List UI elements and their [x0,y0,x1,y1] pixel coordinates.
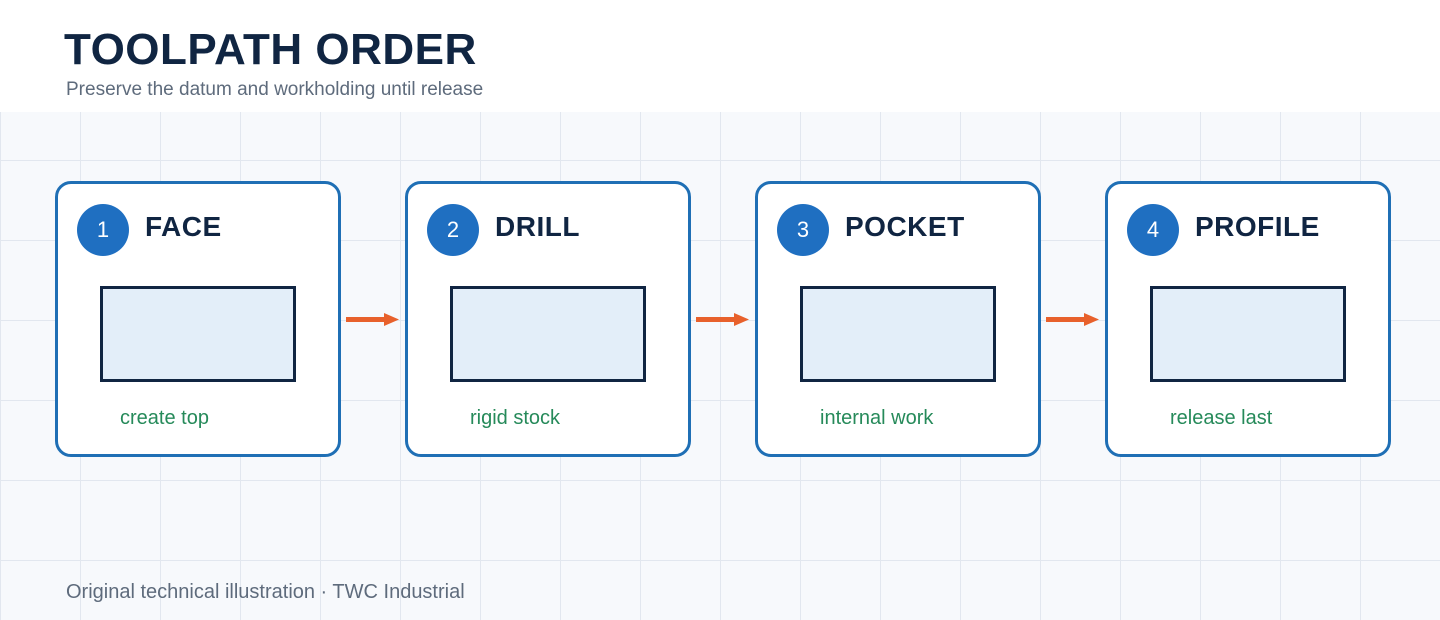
footer-credit: Original technical illustration · TWC In… [66,581,465,603]
step-note: internal work [820,407,934,429]
stock-rectangle [100,286,296,382]
step-number-badge: 4 [1127,204,1179,256]
stock-rectangle [1150,286,1346,382]
page-subtitle: Preserve the datum and workholding until… [66,79,484,100]
step-card-pocket: 3 POCKET internal work [755,181,1041,457]
step-card-drill: 2 DRILL rigid stock [405,181,691,457]
step-title: PROFILE [1195,211,1320,242]
header: TOOLPATH ORDER Preserve the datum and wo… [0,0,1440,112]
step-title: DRILL [495,211,580,242]
right-arrow-icon [696,313,749,326]
step-note: create top [120,407,209,429]
step-card-face: 1 FACE create top [55,181,341,457]
step-card-profile: 4 PROFILE release last [1105,181,1391,457]
page-title: TOOLPATH ORDER [64,25,477,74]
step-title: POCKET [845,211,965,242]
right-arrow-icon [346,313,399,326]
step-title: FACE [145,211,222,242]
stock-rectangle [800,286,996,382]
right-arrow-icon [1046,313,1099,326]
stock-rectangle [450,286,646,382]
step-note: rigid stock [470,407,561,429]
step-number-badge: 1 [77,204,129,256]
step-number-badge: 3 [777,204,829,256]
step-note: release last [1170,407,1273,429]
step-number-badge: 2 [427,204,479,256]
